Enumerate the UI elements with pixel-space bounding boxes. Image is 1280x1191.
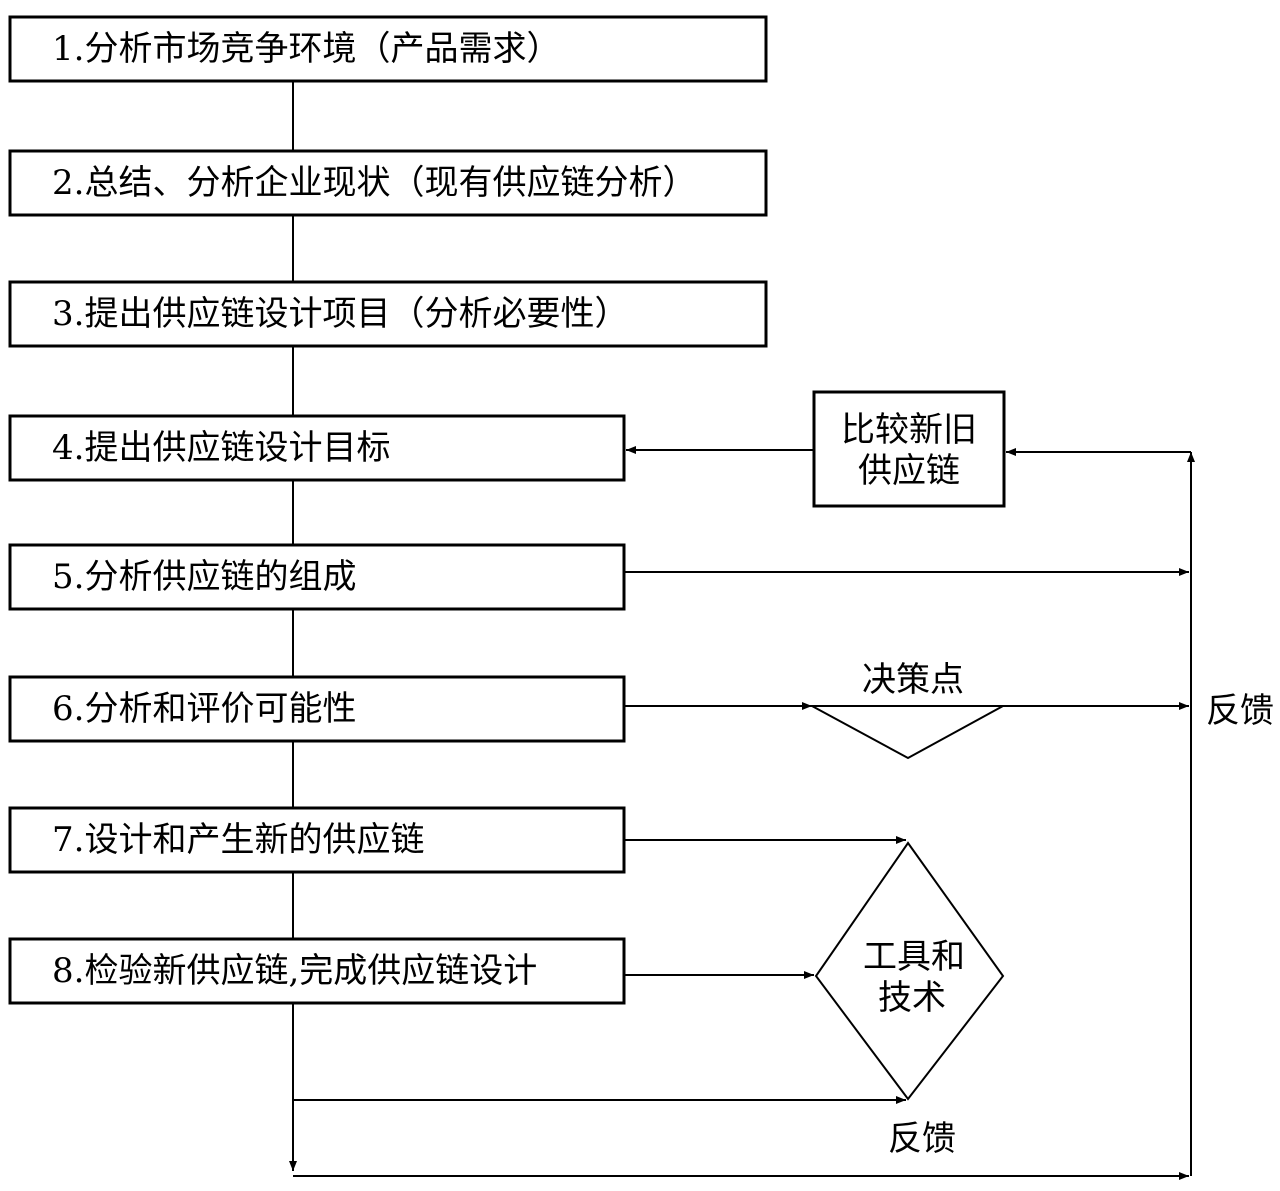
step-label-6: 6.分析和评价可能性 xyxy=(52,689,356,729)
step-label-1: 1.分析市场竞争环境（产品需求） xyxy=(52,29,560,69)
step-box-5: 5.分析供应链的组成 xyxy=(8,543,626,611)
step-box-4: 4.提出供应链设计目标 xyxy=(8,414,626,482)
step-box-1: 1.分析市场竞争环境（产品需求） xyxy=(8,15,768,83)
compare-box-line1: 比较新旧 xyxy=(841,410,977,450)
feedback-label-bottom: 反馈 xyxy=(888,1119,956,1159)
step-box-2: 2.总结、分析企业现状（现有供应链分析） xyxy=(8,149,768,217)
decision-point-label: 决策点 xyxy=(862,660,964,700)
step-label-4: 4.提出供应链设计目标 xyxy=(52,428,390,468)
tools-box-line1: 工具和 xyxy=(863,937,965,977)
feedback-label-right: 反馈 xyxy=(1206,691,1274,731)
step-label-2: 2.总结、分析企业现状（现有供应链分析） xyxy=(52,163,696,203)
step-label-8: 8.检验新供应链,完成供应链设计 xyxy=(52,951,537,991)
decision-point: 决策点 xyxy=(811,660,1004,760)
step-label-3: 3.提出供应链设计项目（分析必要性） xyxy=(52,294,628,334)
step-box-7: 7.设计和产生新的供应链 xyxy=(8,806,626,874)
step-box-3: 3.提出供应链设计项目（分析必要性） xyxy=(8,280,768,348)
step-box-6: 6.分析和评价可能性 xyxy=(8,675,626,743)
step-label-5: 5.分析供应链的组成 xyxy=(52,557,356,597)
compare-box-line2: 供应链 xyxy=(858,451,960,491)
tools-box-line2: 技术 xyxy=(878,978,946,1018)
step-box-8: 8.检验新供应链,完成供应链设计 xyxy=(8,937,626,1005)
step-label-7: 7.设计和产生新的供应链 xyxy=(52,820,424,860)
compare-supply-chain-box: 比较新旧 供应链 xyxy=(812,390,1006,508)
tools-techniques-diamond: 工具和 技术 xyxy=(814,841,1005,1101)
